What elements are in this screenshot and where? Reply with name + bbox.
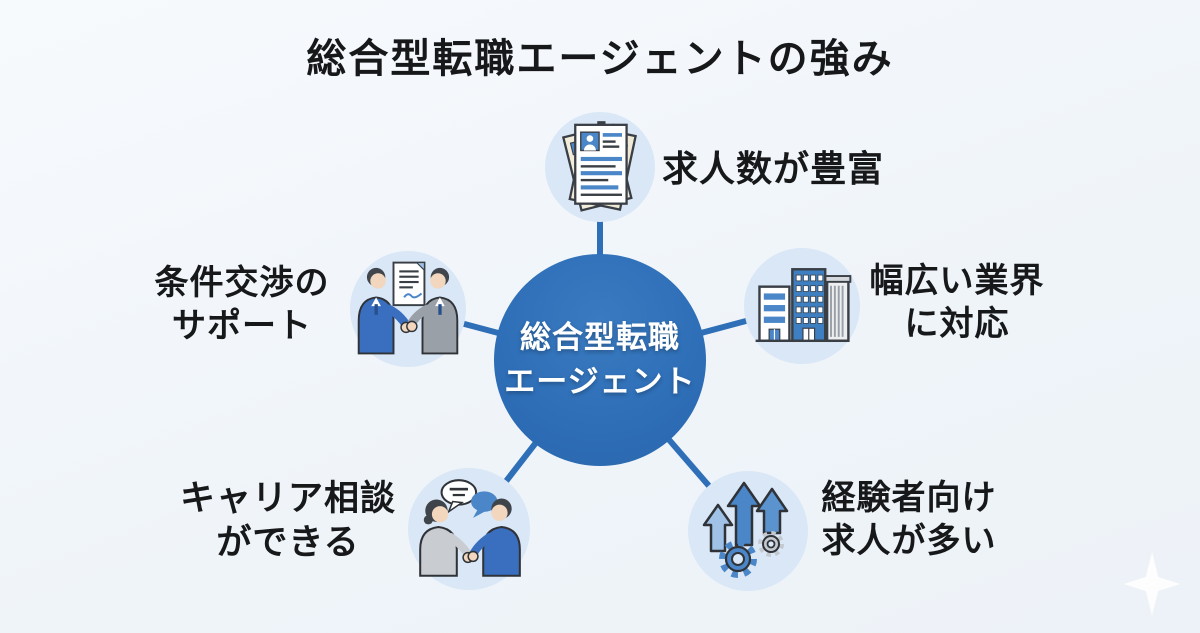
label-negotiation-line1: 条件交渉の	[154, 264, 330, 302]
label-career-line1: キャリア相談	[179, 479, 396, 518]
label-career: キャリア相談 ができる	[153, 477, 423, 566]
label-negotiation: 条件交渉の サポート	[117, 262, 367, 348]
label-negotiation-line2: サポート	[172, 307, 312, 346]
label-jobs: 求人数が豊富	[662, 146, 962, 192]
icon-circle-experienced	[688, 471, 808, 591]
resume-documents-icon	[561, 121, 637, 212]
consultation-icon	[419, 479, 521, 577]
center-node: 総合型転職 エージェント	[494, 254, 706, 466]
label-industries-line1: 幅広い業界	[869, 262, 1045, 300]
growth-arrows-gears-icon	[702, 481, 789, 578]
handshake-contract-icon	[357, 261, 459, 355]
label-career-line2: ができる	[216, 523, 360, 563]
office-buildings-icon	[755, 268, 852, 343]
label-experienced: 経験者向け 求人が多い	[784, 477, 1034, 563]
center-label-line2: エージェント	[504, 364, 696, 399]
center-label-line1: 総合型転職	[520, 319, 680, 355]
label-industries-line2: に対応	[904, 305, 1010, 344]
icon-circle-industries	[744, 248, 860, 364]
label-industries: 幅広い業界 に対応	[832, 260, 1082, 346]
label-experienced-line1: 経験者向け	[821, 479, 997, 517]
icon-circle-negotiation	[350, 251, 466, 367]
icon-circle-career	[408, 468, 530, 590]
page-title: 総合型転職エージェントの強み	[306, 37, 894, 81]
icon-circle-jobs	[545, 112, 655, 222]
label-jobs-text: 求人数が豊富	[662, 148, 885, 189]
label-experienced-line2: 求人が多い	[821, 522, 997, 561]
